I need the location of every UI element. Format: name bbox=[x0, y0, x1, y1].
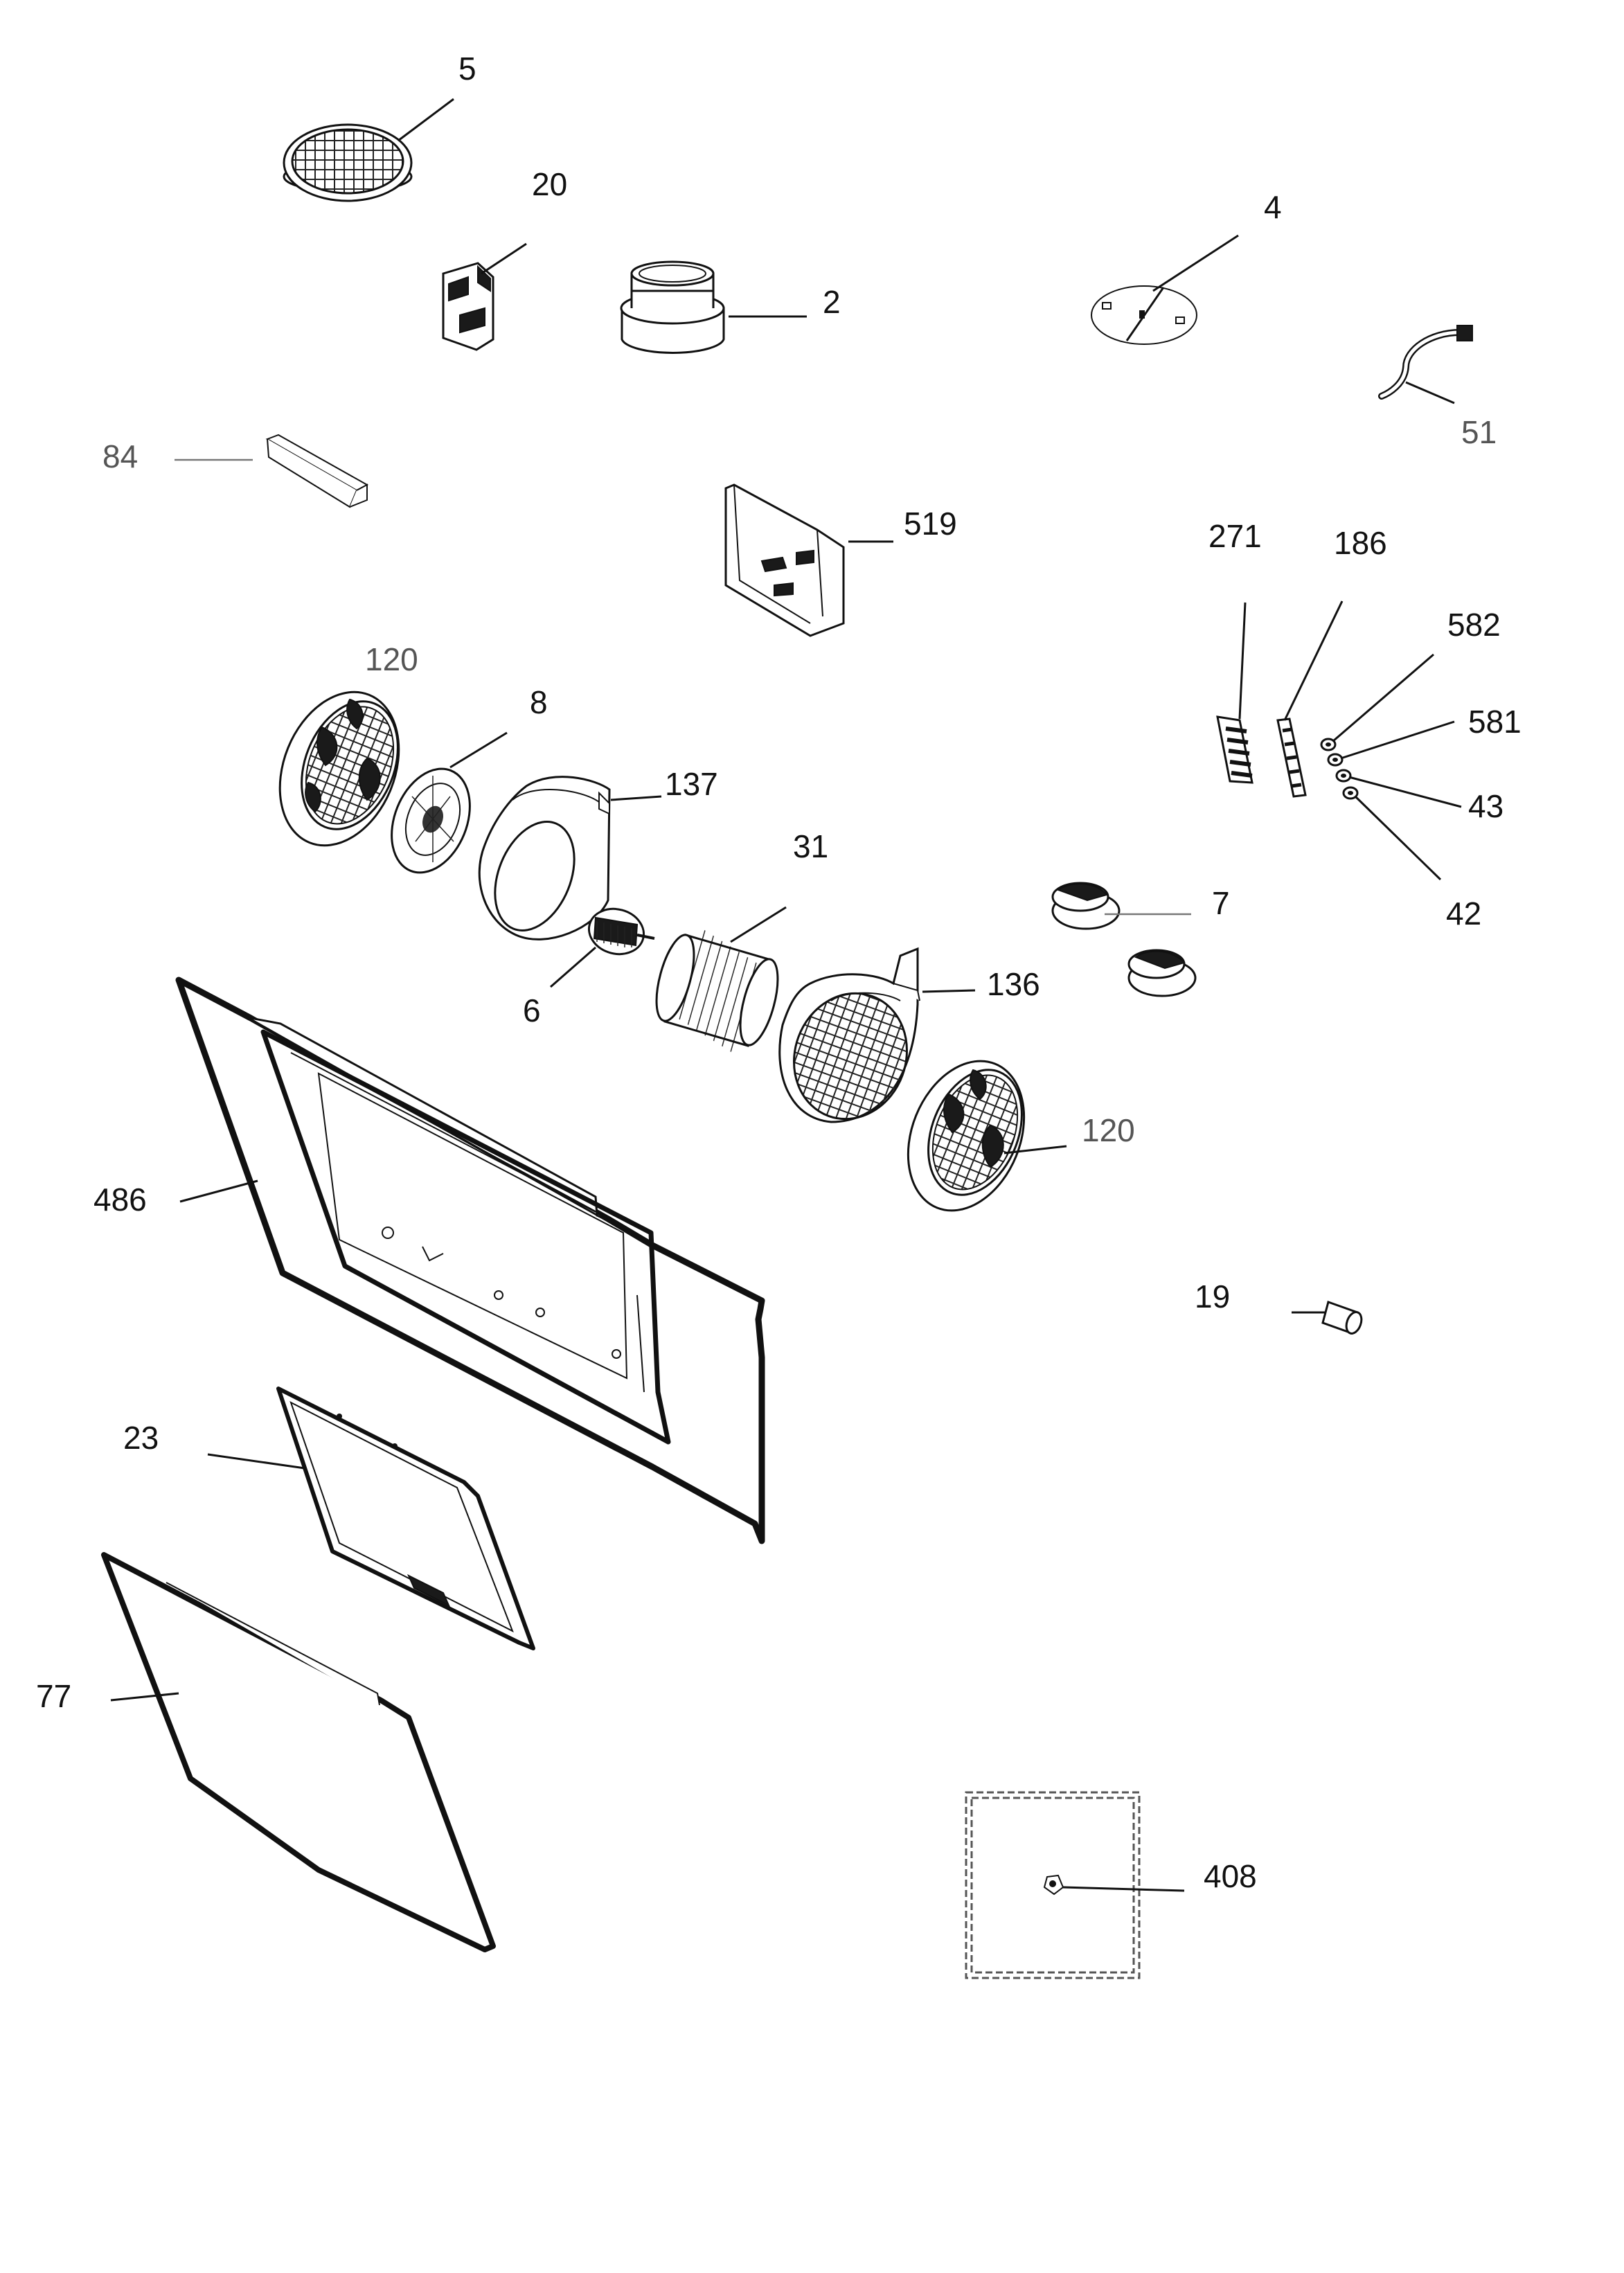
part-6-impeller bbox=[655, 928, 779, 1053]
label-part-31: 7 bbox=[1212, 885, 1230, 921]
leader-581 bbox=[1340, 720, 1455, 760]
leader-8 bbox=[449, 731, 508, 769]
leader-408 bbox=[1062, 1886, 1185, 1892]
label-part-519: 519 bbox=[904, 506, 957, 542]
part-120-carbon-filter-lower bbox=[907, 1060, 1026, 1212]
leader-137 bbox=[610, 795, 662, 801]
label-part-2: 2 bbox=[823, 284, 841, 320]
leader-42 bbox=[1354, 795, 1442, 881]
part-581-knob bbox=[1327, 753, 1344, 767]
label-part-77: 77 bbox=[36, 1678, 71, 1714]
leader-51 bbox=[1405, 381, 1455, 404]
part-8-motor-plate bbox=[391, 767, 471, 874]
leader-77 bbox=[110, 1692, 179, 1702]
label-part-8: 8 bbox=[530, 684, 548, 720]
label-part-5: 5 bbox=[458, 51, 476, 87]
part-4-damper-disc bbox=[1091, 285, 1197, 345]
label-part-271: 271 bbox=[1208, 518, 1262, 554]
leader-20 bbox=[481, 242, 527, 275]
leader-486 bbox=[179, 1179, 258, 1203]
part-271-terminal-block bbox=[1216, 715, 1253, 784]
part-31-knob-upper bbox=[1051, 882, 1121, 930]
leader-4 bbox=[1152, 234, 1239, 292]
leader-7 bbox=[550, 946, 596, 988]
part-186-pcb-strip bbox=[1276, 717, 1307, 798]
label-part-186: 186 bbox=[1334, 525, 1387, 561]
label-part-582: 582 bbox=[1447, 607, 1501, 643]
label-part-4: 4 bbox=[1264, 189, 1282, 225]
label-part-486: 486 bbox=[93, 1182, 147, 1218]
part-136-blower-housing bbox=[778, 947, 920, 1123]
part-77-glass-panel bbox=[101, 1552, 496, 1952]
label-part-42: 42 bbox=[1446, 895, 1481, 932]
part-2-duct-collar bbox=[620, 260, 725, 354]
label-part-51: 51 bbox=[1461, 414, 1497, 450]
label-part-136: 136 bbox=[987, 966, 1040, 1002]
label-part-408: 408 bbox=[1204, 1858, 1257, 1894]
part-19-lamp bbox=[1321, 1301, 1363, 1335]
label-part-581: 581 bbox=[1468, 704, 1522, 740]
part-137-fan-housing bbox=[478, 776, 611, 941]
label-part-20: 20 bbox=[532, 166, 567, 202]
part-486-hood-frame bbox=[175, 977, 765, 1544]
leader-136 bbox=[922, 989, 976, 993]
leader-120-lower bbox=[1003, 1145, 1067, 1155]
part-408-accessory-bag bbox=[965, 1791, 1141, 1979]
label-part-7: 6 bbox=[523, 992, 541, 1028]
part-120-carbon-filter-upper bbox=[278, 690, 400, 847]
part-42-knob bbox=[1342, 786, 1359, 800]
label-part-6: 31 bbox=[793, 828, 828, 864]
label-part-23: 23 bbox=[123, 1420, 159, 1456]
label-part-84: 84 bbox=[102, 438, 138, 474]
part-20-switch-module bbox=[442, 262, 494, 351]
label-part-120-upper: 120 bbox=[365, 641, 418, 677]
part-23-filter-panel bbox=[276, 1387, 535, 1650]
part-51-cable bbox=[1378, 325, 1473, 400]
leader-186 bbox=[1283, 600, 1344, 721]
leader-6 bbox=[730, 906, 787, 943]
part-7-motor bbox=[587, 907, 655, 956]
leader-5 bbox=[398, 98, 454, 142]
label-part-19: 19 bbox=[1195, 1278, 1230, 1314]
part-43-knob bbox=[1335, 769, 1352, 783]
label-part-137: 137 bbox=[665, 766, 718, 802]
part-31-knob-lower bbox=[1127, 949, 1197, 997]
leader-23 bbox=[207, 1453, 305, 1470]
leader-271 bbox=[1238, 602, 1247, 720]
leader-582 bbox=[1332, 653, 1434, 742]
part-582-knob bbox=[1320, 738, 1337, 751]
leader-43 bbox=[1348, 776, 1462, 808]
part-5-round-filter bbox=[283, 123, 413, 202]
part-84-light-cover bbox=[265, 434, 369, 508]
part-519-bracket-box bbox=[724, 483, 845, 637]
label-part-43: 43 bbox=[1468, 788, 1503, 824]
label-part-120-lower: 120 bbox=[1082, 1112, 1135, 1148]
